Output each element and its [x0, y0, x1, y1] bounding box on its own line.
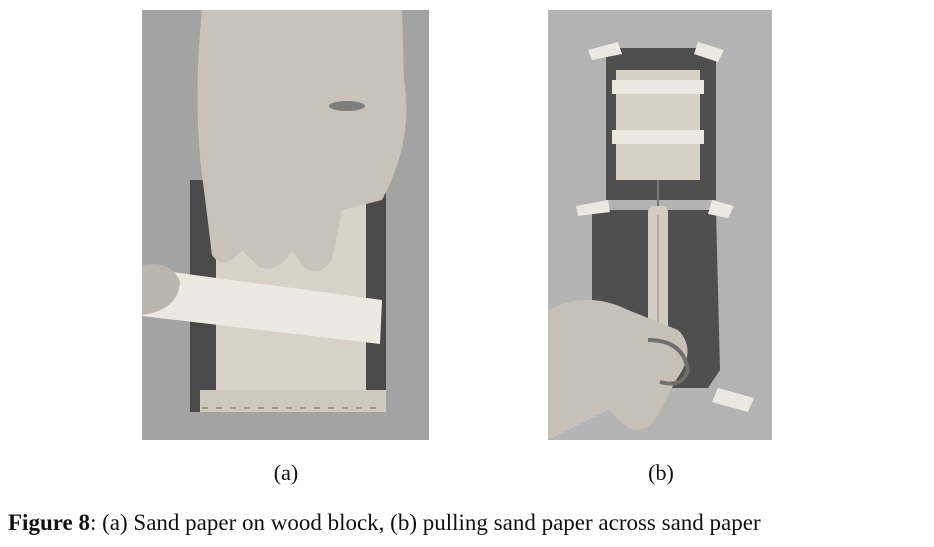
hand: [197, 10, 407, 272]
photo-sandpaper-on-wood-block: [142, 10, 429, 440]
figure-number: Figure 8: [8, 510, 90, 535]
ring: [329, 101, 365, 111]
photo-b-illustration: [548, 10, 772, 440]
masking-tape: [142, 268, 382, 344]
pulling-hand: [548, 300, 688, 440]
panel-a-label: (a): [273, 460, 299, 485]
photo-a-illustration: [142, 10, 429, 440]
photo-pulling-sandpaper: [548, 10, 772, 440]
panel-b-label: (b): [648, 460, 674, 485]
figure-caption: Figure 8: (a) Sand paper on wood block, …: [8, 510, 928, 536]
caption-text: : (a) Sand paper on wood block, (b) pull…: [89, 510, 761, 535]
